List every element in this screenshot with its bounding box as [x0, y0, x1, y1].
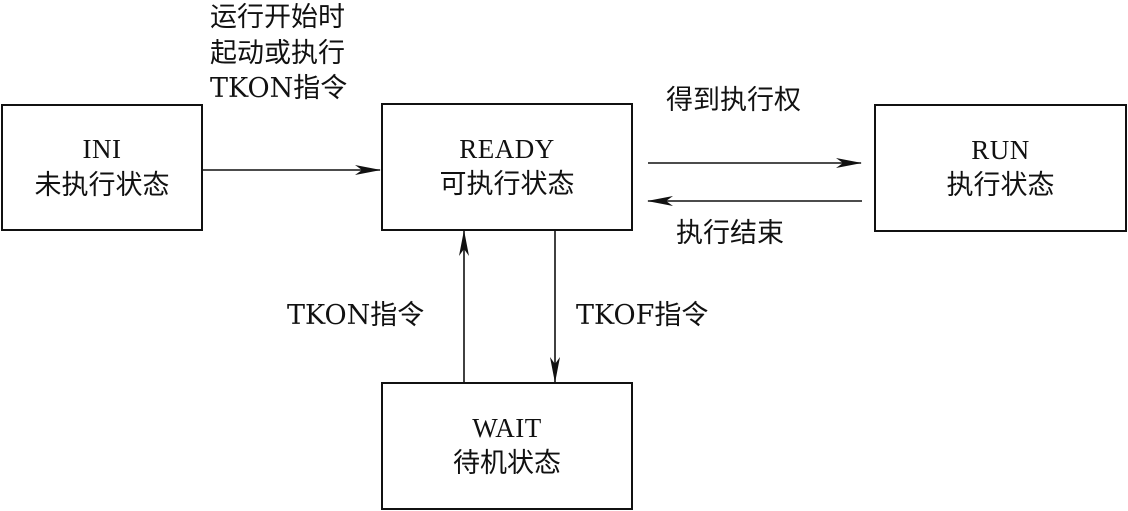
- label-wait-to-ready: TKON指令: [287, 298, 424, 334]
- label-wait-to-ready-text: TKON指令: [287, 300, 425, 331]
- state-wait-desc: 待机状态: [453, 448, 561, 479]
- label-run-to-ready-text: 执行结束: [676, 218, 784, 249]
- label-ready-to-run-text: 得到执行权: [666, 85, 801, 116]
- state-ini-name: INI: [82, 134, 122, 165]
- label-ini-to-ready-line-3: TKON指令: [210, 73, 348, 105]
- state-ini-box: INI 未执行状态: [1, 104, 203, 231]
- label-ini-to-ready-line-2: 起动或执行: [210, 37, 345, 69]
- state-run-box: RUN 执行状态: [874, 104, 1127, 232]
- state-wait-box: WAIT 待机状态: [381, 382, 633, 510]
- label-ready-to-wait-text: TKOF指令: [576, 300, 709, 331]
- label-ready-to-run: 得到执行权: [666, 83, 801, 119]
- state-ready-box: READY 可执行状态: [381, 103, 633, 231]
- state-wait-name: WAIT: [472, 412, 542, 443]
- state-ready-desc: 可执行状态: [439, 169, 575, 200]
- state-ready-name: READY: [459, 133, 555, 164]
- state-run-desc: 执行状态: [946, 170, 1055, 201]
- label-ini-to-ready-line-1: 运行开始时: [210, 2, 345, 33]
- label-ini-to-ready: 运行开始时 起动或执行 TKON指令: [210, 0, 347, 107]
- label-run-to-ready: 执行结束: [676, 216, 784, 252]
- label-ready-to-wait: TKOF指令: [576, 298, 708, 334]
- state-run-name: RUN: [971, 134, 1030, 165]
- state-ini-desc: 未执行状态: [34, 169, 170, 201]
